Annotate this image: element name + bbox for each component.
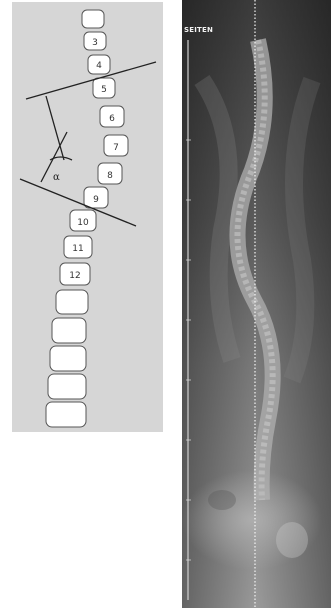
vertebra-label-10: 10 [77, 218, 89, 228]
vertebra-lumbar-5 [46, 402, 86, 427]
xray-pelvis-shadow-left [208, 490, 236, 510]
vertebra-lumbar-1 [56, 290, 88, 314]
vertebra-9: 9 [84, 187, 108, 208]
vertebra-label-4: 4 [96, 61, 102, 71]
xray-hip-joint [276, 522, 308, 558]
vertebra-label-9: 9 [93, 195, 99, 205]
vertebra-label-3: 3 [92, 38, 98, 48]
vertebra-lumbar-4 [48, 374, 86, 399]
cobb-upper-perpendicular [46, 96, 64, 160]
vertebra-label-8: 8 [107, 171, 113, 181]
xray-pelvis [182, 470, 322, 570]
vertebra-label-12: 12 [69, 271, 80, 281]
vertebra-5: 5 [93, 78, 115, 98]
spine-xray-image: SEITEN [182, 0, 331, 608]
vertebra-11: 11 [64, 236, 92, 258]
vertebra-10: 10 [70, 210, 96, 231]
vertebra-label-5: 5 [101, 85, 107, 95]
vertebra-label-11: 11 [72, 244, 83, 254]
spine-diagram-svg: 3 4 5 6 7 8 9 10 [12, 2, 163, 432]
vertebra-7: 7 [104, 135, 128, 156]
vertebra-lumbar-3 [50, 346, 86, 371]
xray-side-marker: SEITEN [184, 26, 213, 34]
vertebra-8: 8 [98, 163, 122, 184]
vertebra-label-7: 7 [113, 143, 119, 153]
vertebra-lumbar-2 [52, 318, 86, 343]
scoliosis-cobb-diagram: 3 4 5 6 7 8 9 10 [12, 2, 163, 432]
vertebra-label-6: 6 [109, 114, 115, 124]
cobb-angle-symbol: α [53, 172, 60, 183]
vertebra-6: 6 [100, 106, 124, 127]
vertebra-12: 12 [60, 263, 90, 285]
vertebra-3: 3 [84, 32, 106, 50]
xray-svg [182, 0, 331, 608]
vertebra-top [82, 10, 104, 28]
vertebra-4: 4 [88, 55, 110, 74]
